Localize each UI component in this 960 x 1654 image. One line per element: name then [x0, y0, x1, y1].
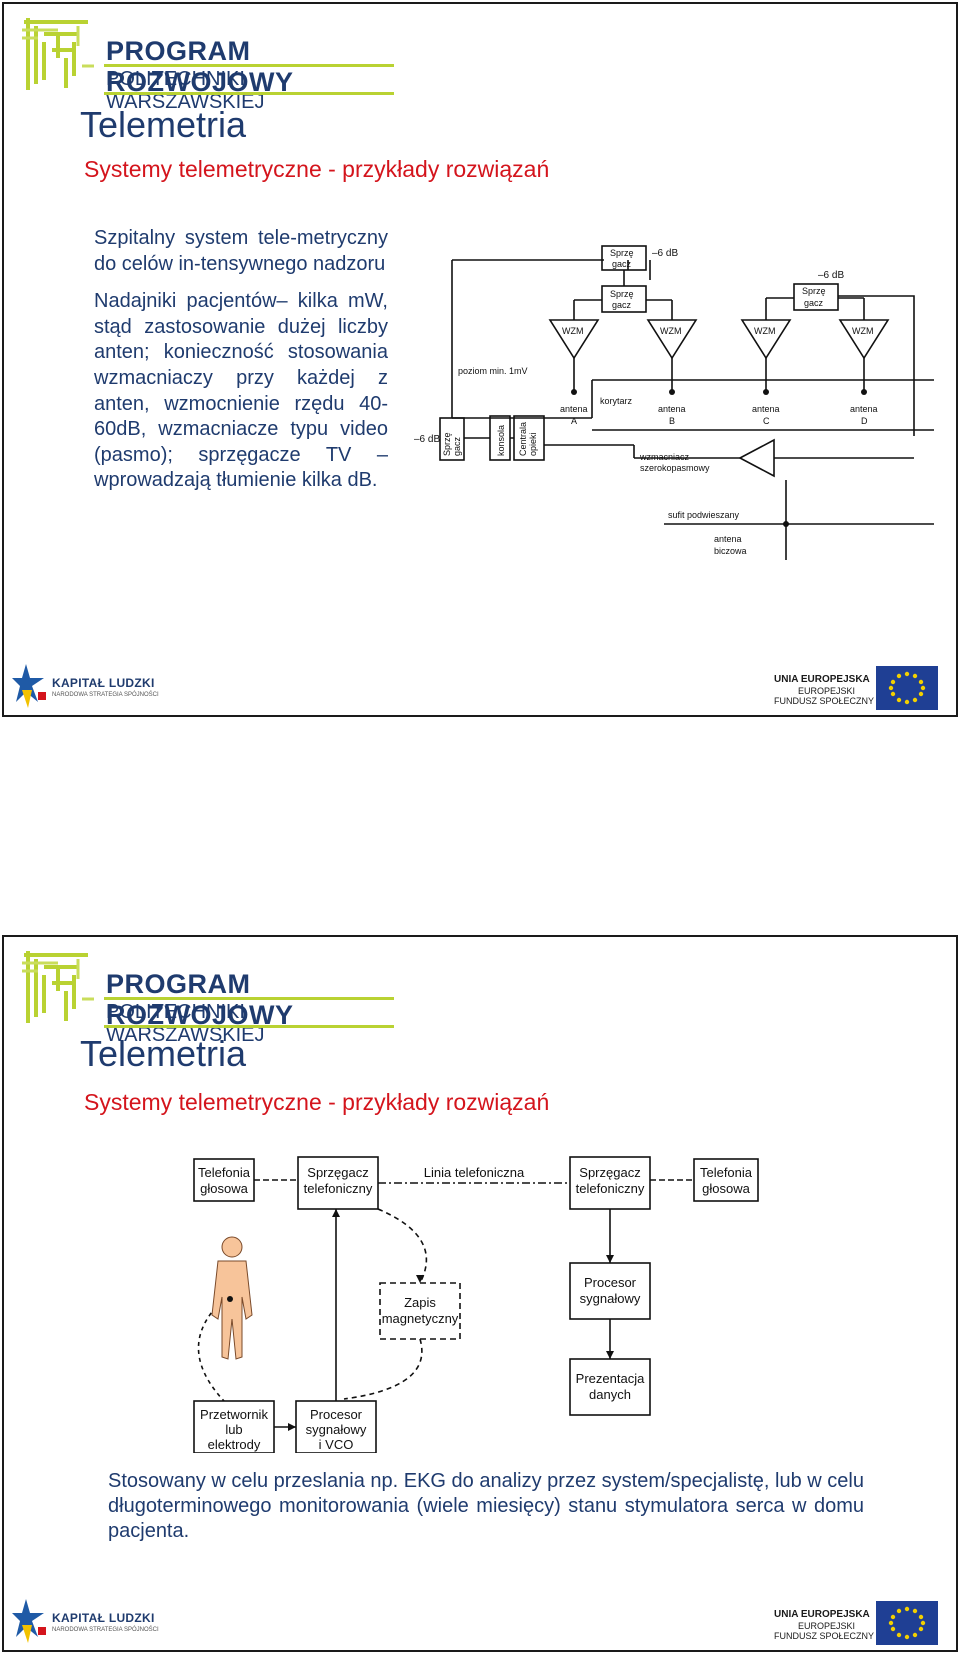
level-label: poziom min. 1mV: [458, 366, 528, 376]
antenna-c-name: antena: [752, 404, 780, 414]
coupler-right-line-1: Sprzęgacz: [579, 1165, 640, 1180]
coupler-left-label-2: gacz: [452, 436, 462, 456]
eu-line-3: FUNDUSZ SPOŁECZNY: [774, 696, 875, 706]
kl-star-icon: [12, 1599, 46, 1643]
eu-flag-icon: [876, 666, 938, 710]
slide-subtitle: Systemy telemetryczne - przykłady rozwią…: [84, 156, 550, 182]
kl-subtitle: NARODOWA STRATEGIA SPÓJNOŚCI: [52, 1627, 159, 1633]
kapital-ludzki-logo: KAPITAŁ LUDZKI NARODOWA STRATEGIA SPÓJNO…: [12, 662, 172, 712]
antenna-c-letter: C: [763, 416, 770, 426]
transducer-line-2: lub: [225, 1422, 242, 1437]
processor-right-line-2: sygnałowy: [580, 1291, 641, 1306]
amp-label-b: WZM: [660, 326, 682, 336]
central-label-1: Centrala: [518, 422, 528, 456]
antenna-a-letter: A: [571, 416, 577, 426]
kapital-ludzki-logo: KAPITAŁ LUDZKI NARODOWA STRATEGIA SPÓJNO…: [12, 1597, 172, 1647]
pw-logo-icon: [22, 951, 94, 1023]
presentation-line-2: danych: [589, 1387, 631, 1402]
hospital-telemetry-diagram: Sprzę gacz –6 dB Sprzę gacz Sprzę gacz –…: [414, 245, 934, 560]
phone-ecg-diagram: Telefonia głosowa Sprzęgacz telefoniczny…: [193, 1156, 759, 1453]
eu-line-2: EUROPEJSKI: [798, 686, 856, 696]
transducer-line-3: elektrody: [208, 1437, 261, 1452]
processor-vco-line-1: Procesor: [310, 1407, 363, 1422]
antenna-b-letter: B: [669, 416, 675, 426]
slide-1: PROGRAM ROZWOJOWY POLITECHNIKI WARSZAWSK…: [2, 2, 958, 717]
antenna-d-name: antena: [850, 404, 878, 414]
eu-line-1: UNIA EUROPEJSKA: [774, 1609, 870, 1620]
phone-left-line-2: głosowa: [200, 1181, 248, 1196]
eu-line-3: FUNDUSZ SPOŁECZNY: [774, 1631, 875, 1641]
coupler-left-line-1: Sprzęgacz: [307, 1165, 368, 1180]
logo-underline: [104, 997, 394, 1000]
whip-antenna-label-1: antena: [714, 534, 742, 544]
description-heading: Szpitalny system tele-metryczny do celów…: [94, 227, 388, 275]
eu-line-2: EUROPEJSKI: [798, 1621, 856, 1631]
db-label-right: –6 dB: [818, 270, 844, 281]
corridor-label: korytarz: [600, 396, 633, 406]
processor-right-line-1: Procesor: [584, 1275, 637, 1290]
phone-left-line-1: Telefonia: [198, 1165, 251, 1180]
program-logo: PROGRAM ROZWOJOWY POLITECHNIKI WARSZAWSK…: [18, 14, 398, 113]
coupler-right-label-1: Sprzę: [802, 286, 826, 296]
presentation-line-1: Prezentacja: [576, 1371, 645, 1386]
coupler-right-label-2: gacz: [804, 298, 824, 308]
slide-2: PROGRAM ROZWOJOWY POLITECHNIKI WARSZAWSK…: [2, 935, 958, 1652]
coupler-top-label-2: gacz: [612, 259, 632, 269]
processor-vco-line-2: sygnałowy: [306, 1422, 367, 1437]
wideband-label-2: szerokopasmowy: [640, 463, 710, 473]
phone-right-line-2: głosowa: [702, 1181, 750, 1196]
coupler-right-line-2: telefoniczny: [576, 1181, 645, 1196]
eu-line-1: UNIA EUROPEJSKA: [774, 674, 870, 685]
slide-caption: Stosowany w celu przeslania np. EKG do a…: [108, 1470, 864, 1542]
kl-title: KAPITAŁ LUDZKI: [52, 676, 155, 690]
coupler-mid-label-1: Sprzę: [610, 289, 634, 299]
pw-logo-icon: [22, 18, 94, 90]
amp-label-c: WZM: [754, 326, 776, 336]
slide-title: Telemetria: [80, 104, 247, 145]
wideband-label-1: wzmacniacz: [639, 452, 690, 462]
logo-underline-2: [104, 92, 394, 95]
slide-subtitle: Systemy telemetryczne - przykłady rozwią…: [84, 1089, 550, 1115]
kl-subtitle: NARODOWA STRATEGIA SPÓJNOŚCI: [52, 692, 159, 698]
coupler-mid-label-2: gacz: [612, 300, 632, 310]
coupler-left-label-1: Sprzę: [442, 432, 452, 456]
eu-fund-logo: UNIA EUROPEJSKA EUROPEJSKI FUNDUSZ SPOŁE…: [774, 662, 954, 712]
transducer-line-1: Przetwornik: [200, 1407, 268, 1422]
amp-label-d: WZM: [852, 326, 874, 336]
logo-line-2: POLITECHNIKI WARSZAWSKIEJ: [106, 1001, 265, 1046]
antenna-a-name: antena: [560, 404, 588, 414]
ceiling-label: sufit podwieszany: [668, 510, 740, 520]
logo-underline: [104, 64, 394, 67]
tape-line-1: Zapis: [404, 1295, 436, 1310]
central-label-2: opieki: [528, 432, 538, 456]
phone-line-label: Linia telefoniczna: [424, 1165, 525, 1180]
db-label-left: –6 dB: [414, 434, 440, 445]
program-logo: PROGRAM ROZWOJOWY POLITECHNIKI WARSZAWSK…: [18, 947, 398, 1046]
logo-line-2: POLITECHNIKI WARSZAWSKIEJ: [106, 68, 265, 113]
description-block: Szpitalny system tele-metryczny do celów…: [94, 226, 388, 506]
kl-star-icon: [12, 664, 46, 708]
patient-figure: [211, 1236, 253, 1360]
amp-label-a: WZM: [562, 326, 584, 336]
eu-flag-icon: [876, 1601, 938, 1645]
coupler-left-line-2: telefoniczny: [304, 1181, 373, 1196]
whip-antenna-label-2: biczowa: [714, 546, 747, 556]
antenna-d-letter: D: [861, 416, 868, 426]
coupler-top-label-1: Sprzę: [610, 248, 634, 258]
console-label: konsola: [496, 425, 506, 456]
slide-title: Telemetria: [80, 1033, 247, 1074]
tape-line-2: magnetyczny: [382, 1311, 459, 1326]
description-body: Nadajniki pacjentów– kilka mW, stąd zast…: [94, 290, 388, 492]
db-label-top: –6 dB: [652, 248, 678, 259]
kl-title: KAPITAŁ LUDZKI: [52, 1611, 155, 1625]
processor-vco-line-3: i VCO: [319, 1437, 354, 1452]
antenna-b-name: antena: [658, 404, 686, 414]
phone-right-line-1: Telefonia: [700, 1165, 753, 1180]
logo-underline-2: [104, 1025, 394, 1028]
eu-fund-logo: UNIA EUROPEJSKA EUROPEJSKI FUNDUSZ SPOŁE…: [774, 1597, 954, 1647]
